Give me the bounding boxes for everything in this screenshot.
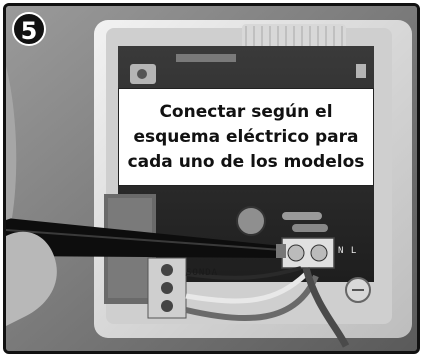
nl-board-label: N L <box>338 246 358 256</box>
instruction-caption-box: Conectar según el esquema eléctrico para… <box>118 88 374 186</box>
photo-frame: SONDA N L 5 Conectar según el esquema el… <box>3 3 420 354</box>
sonda-board-label: SONDA <box>186 268 219 278</box>
step-number-badge: 5 <box>12 12 46 46</box>
instruction-caption-text: Conectar según el esquema eléctrico para… <box>127 101 365 172</box>
step-number: 5 <box>20 17 38 45</box>
